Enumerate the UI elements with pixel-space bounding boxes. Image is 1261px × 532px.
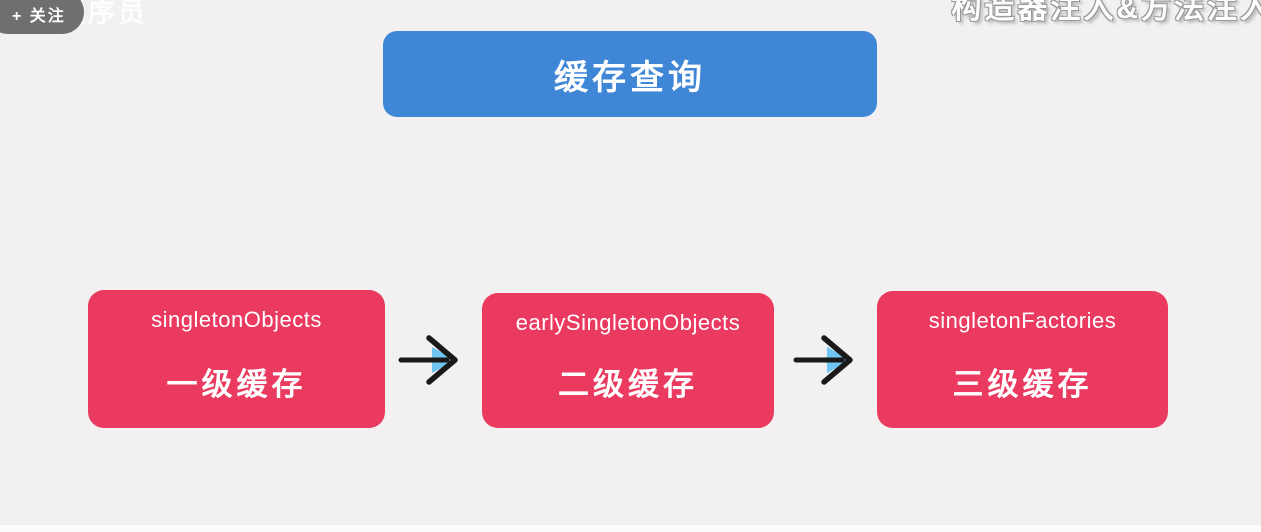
cache-query-title-label: 缓存查询: [554, 58, 706, 97]
level3-cache-box: singletonFactories 三级缓存: [877, 291, 1168, 428]
level3-cache-code: singletonFactories: [928, 308, 1117, 333]
follow-button[interactable]: + 关注: [0, 0, 84, 34]
cache-query-title-box: 缓存查询: [383, 31, 877, 117]
level2-cache-code: earlySingletonObjects: [515, 310, 741, 335]
level1-cache-label: 一级缓存: [166, 367, 307, 402]
level2-cache-label: 二级缓存: [558, 367, 698, 402]
right-arrow-icon: [793, 335, 853, 385]
level3-cache-label: 三级缓存: [952, 367, 1093, 402]
right-arrow-icon: [398, 335, 458, 385]
video-title-watermark: 构造器注入&方法注入: [951, 0, 1261, 25]
level2-cache-box: earlySingletonObjects 二级缓存: [482, 293, 774, 428]
level1-cache-code: singletonObjects: [151, 307, 322, 332]
follow-button-label: + 关注: [12, 8, 66, 25]
level1-cache-box: singletonObjects 一级缓存: [88, 290, 385, 428]
bottom-strip: [0, 525, 1261, 532]
